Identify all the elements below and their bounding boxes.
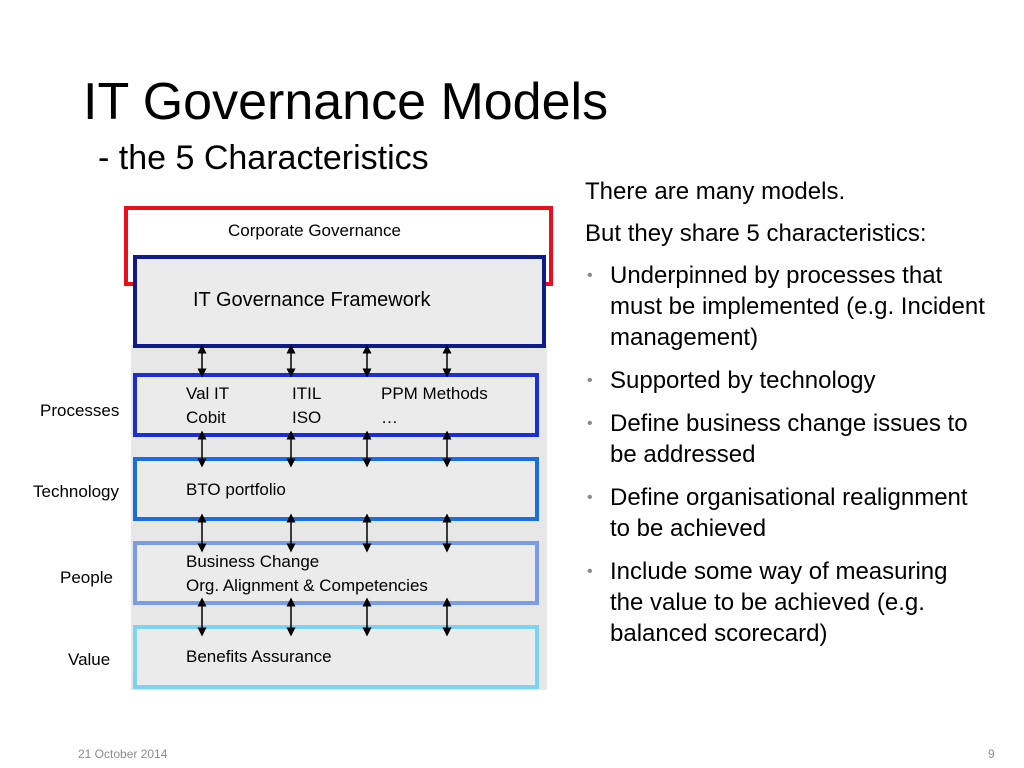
side-label-people: People xyxy=(60,568,113,587)
arrow-group-technology-people xyxy=(197,513,452,553)
processes-col2: ITIL ISO xyxy=(292,382,321,430)
people-business-change: Business Change xyxy=(186,552,320,571)
processes-layer-box xyxy=(133,373,539,437)
process-cobit: Cobit xyxy=(186,408,226,427)
bullet-icon: • xyxy=(587,415,593,432)
process-ppm: PPM Methods xyxy=(381,384,488,403)
intro-line-2: But they share 5 characteristics: xyxy=(585,220,927,247)
process-more: … xyxy=(381,408,398,427)
bullet-icon: • xyxy=(587,267,593,284)
corporate-governance-label: Corporate Governance xyxy=(228,221,401,240)
arrow-group-framework-processes xyxy=(197,344,452,378)
processes-col1: Val IT Cobit xyxy=(186,382,229,430)
value-benefits: Benefits Assurance xyxy=(186,647,332,666)
technology-layer-text: BTO portfolio xyxy=(186,478,286,502)
slide-title: IT Governance Models xyxy=(83,73,609,131)
footer-page-number: 9 xyxy=(988,747,995,761)
list-item: •Define organisational realignment to be… xyxy=(587,484,968,542)
process-itil: ITIL xyxy=(292,384,322,403)
it-governance-framework-box xyxy=(133,255,546,348)
list-item: •Include some way of measuring the value… xyxy=(587,558,948,647)
process-valit: Val IT xyxy=(186,384,230,403)
slide-subtitle: - the 5 Characteristics xyxy=(98,139,429,177)
bullet-icon: • xyxy=(587,563,593,580)
processes-col3: PPM Methods … xyxy=(381,382,488,430)
side-label-technology: Technology xyxy=(33,482,120,501)
bullet-icon: • xyxy=(587,489,593,506)
it-governance-framework-label: IT Governance Framework xyxy=(193,289,431,311)
footer-date: 21 October 2014 xyxy=(78,747,168,761)
technology-bto: BTO portfolio xyxy=(186,480,286,499)
characteristics-list: •Underpinned by processes that must be i… xyxy=(585,260,985,649)
value-layer-box xyxy=(133,625,539,689)
people-layer-text: Business Change Org. Alignment & Compete… xyxy=(186,550,428,598)
side-label-processes: Processes xyxy=(40,401,120,420)
technology-layer-box xyxy=(133,457,539,521)
side-label-value: Value xyxy=(68,650,111,669)
bullet-icon: • xyxy=(587,372,593,389)
list-item: •Define business change issues to be add… xyxy=(587,410,968,468)
people-org-alignment: Org. Alignment & Competencies xyxy=(186,576,428,595)
arrow-group-people-value xyxy=(197,597,452,637)
list-item: •Supported by technology xyxy=(587,367,876,394)
value-layer-text: Benefits Assurance xyxy=(186,645,332,669)
list-item: •Underpinned by processes that must be i… xyxy=(587,262,985,351)
arrow-group-processes-technology xyxy=(197,430,452,468)
intro-line-1: There are many models. xyxy=(585,178,846,205)
process-iso: ISO xyxy=(292,408,322,427)
characteristics-text: There are many models. But they share 5 … xyxy=(585,176,985,661)
